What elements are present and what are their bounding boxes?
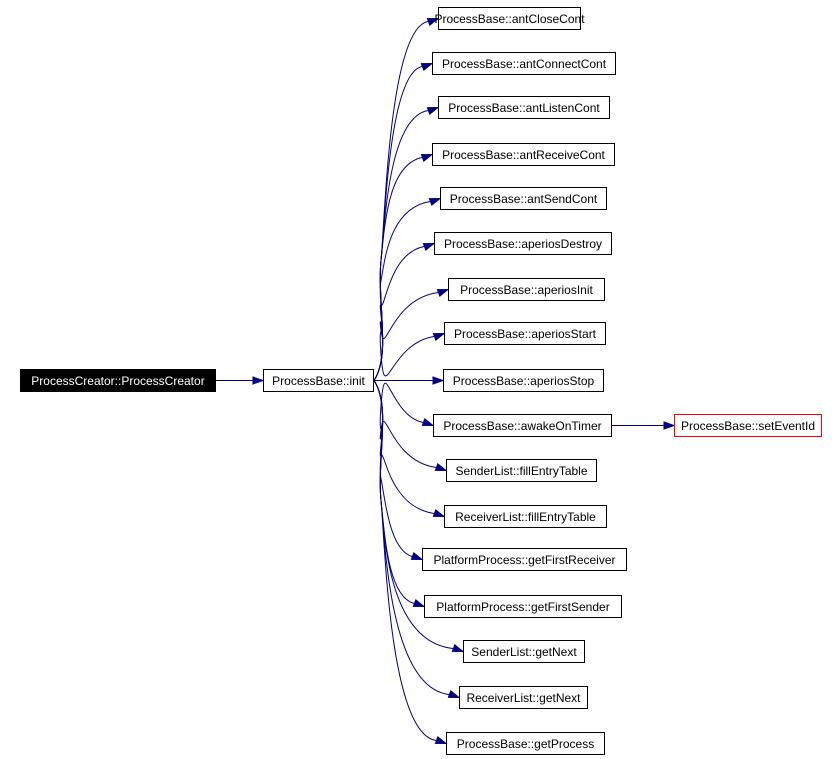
node-box bbox=[444, 505, 607, 528]
node-label: PlatformProcess::getFirstSender bbox=[436, 600, 609, 614]
node-processbase-aperiosdestroy[interactable]: ProcessBase::aperiosDestroy bbox=[434, 232, 612, 255]
edge-init-to-receiverlist-fillentrytable bbox=[373, 380, 435, 514]
node-senderlist-getnext[interactable]: SenderList::getNext bbox=[463, 640, 585, 663]
node-processbase-seteventid[interactable]: ProcessBase::setEventId bbox=[674, 414, 822, 437]
node-processbase-init[interactable]: ProcessBase::init bbox=[263, 369, 374, 392]
node-label: ReceiverList::getNext bbox=[466, 691, 581, 705]
node-box bbox=[422, 548, 627, 571]
node-box bbox=[463, 640, 585, 663]
edge-init-to-processbase-antlistencont-arrowhead bbox=[426, 106, 440, 115]
node-label: ProcessBase::getProcess bbox=[457, 737, 594, 751]
edge-init-to-processbase-antsendcont-arrowhead bbox=[428, 197, 442, 206]
node-box bbox=[20, 369, 216, 392]
node-box bbox=[446, 459, 597, 482]
node-box bbox=[440, 187, 607, 210]
node-processbase-aperiosinit[interactable]: ProcessBase::aperiosInit bbox=[448, 278, 605, 301]
node-box bbox=[433, 414, 612, 437]
edge-init-to-processbase-aperiosinit-arrowhead bbox=[436, 288, 450, 297]
edge-init-to-processbase-aperiosstart bbox=[373, 331, 435, 381]
edge-init-to-processbase-antconnectcont-arrowhead bbox=[420, 62, 434, 71]
edge-root-to-init-arrowhead bbox=[252, 376, 265, 385]
node-processbase-awakeontimer[interactable]: ProcessBase::awakeOnTimer bbox=[433, 414, 612, 437]
node-box bbox=[459, 686, 588, 709]
node-receiverlist-fillentrytable[interactable]: ReceiverList::fillEntryTable bbox=[444, 505, 607, 528]
node-label: ProcessBase::aperiosDestroy bbox=[444, 237, 602, 251]
node-box bbox=[438, 96, 610, 119]
edge-init-to-receiverlist-fillentrytable-arrowhead bbox=[432, 509, 446, 518]
node-label: ProcessBase::antReceiveCont bbox=[442, 148, 605, 162]
node-label: ProcessBase::antListenCont bbox=[448, 101, 600, 115]
node-processbase-aperiosstop[interactable]: ProcessBase::aperiosStop bbox=[443, 369, 604, 392]
node-box bbox=[432, 52, 616, 75]
edge-awake-to-seteventid-arrowhead bbox=[663, 421, 676, 430]
node-processbase-antsendcont[interactable]: ProcessBase::antSendCont bbox=[440, 187, 607, 210]
node-processbase-antreceivecont[interactable]: ProcessBase::antReceiveCont bbox=[432, 143, 615, 166]
node-box bbox=[263, 369, 374, 392]
node-box bbox=[432, 143, 615, 166]
node-box bbox=[674, 414, 822, 437]
node-label: ProcessBase::antSendCont bbox=[450, 192, 598, 206]
edge-init-to-processbase-aperiosstart-arrowhead bbox=[432, 332, 446, 341]
node-label: ProcessBase::aperiosStart bbox=[454, 327, 597, 341]
node-label: ProcessBase::aperiosStop bbox=[453, 374, 595, 388]
node-label: ProcessBase::antCloseCont bbox=[434, 12, 585, 26]
edge-init-to-processbase-aperiosdestroy-arrowhead bbox=[422, 242, 436, 251]
node-processbase-getprocess[interactable]: ProcessBase::getProcess bbox=[446, 732, 605, 755]
node-label: ProcessBase::awakeOnTimer bbox=[443, 419, 601, 433]
edge-init-to-processbase-awakeontimer-arrowhead bbox=[421, 418, 435, 427]
node-processbase-antclosecont[interactable]: ProcessBase::antCloseCont bbox=[434, 7, 585, 30]
node-box bbox=[424, 595, 622, 618]
node-label: ProcessCreator::ProcessCreator bbox=[31, 374, 204, 388]
node-label: ProcessBase::aperiosInit bbox=[460, 283, 593, 297]
node-box bbox=[434, 232, 612, 255]
edge-init-to-senderlist-fillentrytable-arrowhead bbox=[434, 463, 448, 472]
node-label: ProcessBase::antConnectCont bbox=[442, 57, 607, 71]
node-label: ProcessBase::init bbox=[272, 374, 365, 388]
edge-init-to-processbase-antreceivecont-arrowhead bbox=[420, 153, 434, 162]
edge-init-to-processbase-aperiosstop-arrowhead bbox=[432, 376, 445, 385]
node-box bbox=[446, 732, 605, 755]
node-box bbox=[438, 7, 581, 30]
edge-init-to-processbase-antreceivecont bbox=[373, 157, 423, 381]
edge-init-to-processbase-getprocess bbox=[373, 380, 437, 741]
node-label: SenderList::fillEntryTable bbox=[455, 464, 587, 478]
edge-init-to-senderlist-getnext-arrowhead bbox=[451, 644, 465, 653]
node-processbase-aperiosstart[interactable]: ProcessBase::aperiosStart bbox=[444, 322, 606, 345]
node-processcreator-processcreator[interactable]: ProcessCreator::ProcessCreator bbox=[20, 369, 216, 392]
node-box bbox=[444, 322, 606, 345]
node-processbase-antlistencont[interactable]: ProcessBase::antListenCont bbox=[438, 96, 610, 119]
node-processbase-antconnectcont[interactable]: ProcessBase::antConnectCont bbox=[432, 52, 616, 75]
node-label: ProcessBase::setEventId bbox=[681, 419, 815, 433]
node-box bbox=[448, 278, 605, 301]
edge-init-to-processbase-antclosecont-arrowhead bbox=[426, 17, 440, 26]
node-platformprocess-getfirstsender[interactable]: PlatformProcess::getFirstSender bbox=[424, 595, 622, 618]
node-label: PlatformProcess::getFirstReceiver bbox=[433, 553, 615, 567]
node-senderlist-fillentrytable[interactable]: SenderList::fillEntryTable bbox=[446, 459, 597, 482]
node-box bbox=[443, 369, 604, 392]
call-edges bbox=[216, 17, 676, 745]
node-receiverlist-getnext[interactable]: ReceiverList::getNext bbox=[459, 686, 588, 709]
edge-init-to-platformprocess-getfirstreceiver bbox=[373, 380, 413, 557]
edge-init-to-processbase-getprocess-arrowhead bbox=[434, 736, 448, 745]
node-platformprocess-getfirstreceiver[interactable]: PlatformProcess::getFirstReceiver bbox=[422, 548, 627, 571]
edge-init-to-platformprocess-getfirstsender-arrowhead bbox=[412, 599, 426, 608]
node-label: SenderList::getNext bbox=[471, 645, 577, 659]
edge-init-to-processbase-aperiosinit bbox=[373, 292, 439, 381]
node-label: ReceiverList::fillEntryTable bbox=[455, 510, 596, 524]
edge-init-to-receiverlist-getnext-arrowhead bbox=[447, 690, 461, 699]
edge-init-to-platformprocess-getfirstreceiver-arrowhead bbox=[410, 552, 424, 561]
